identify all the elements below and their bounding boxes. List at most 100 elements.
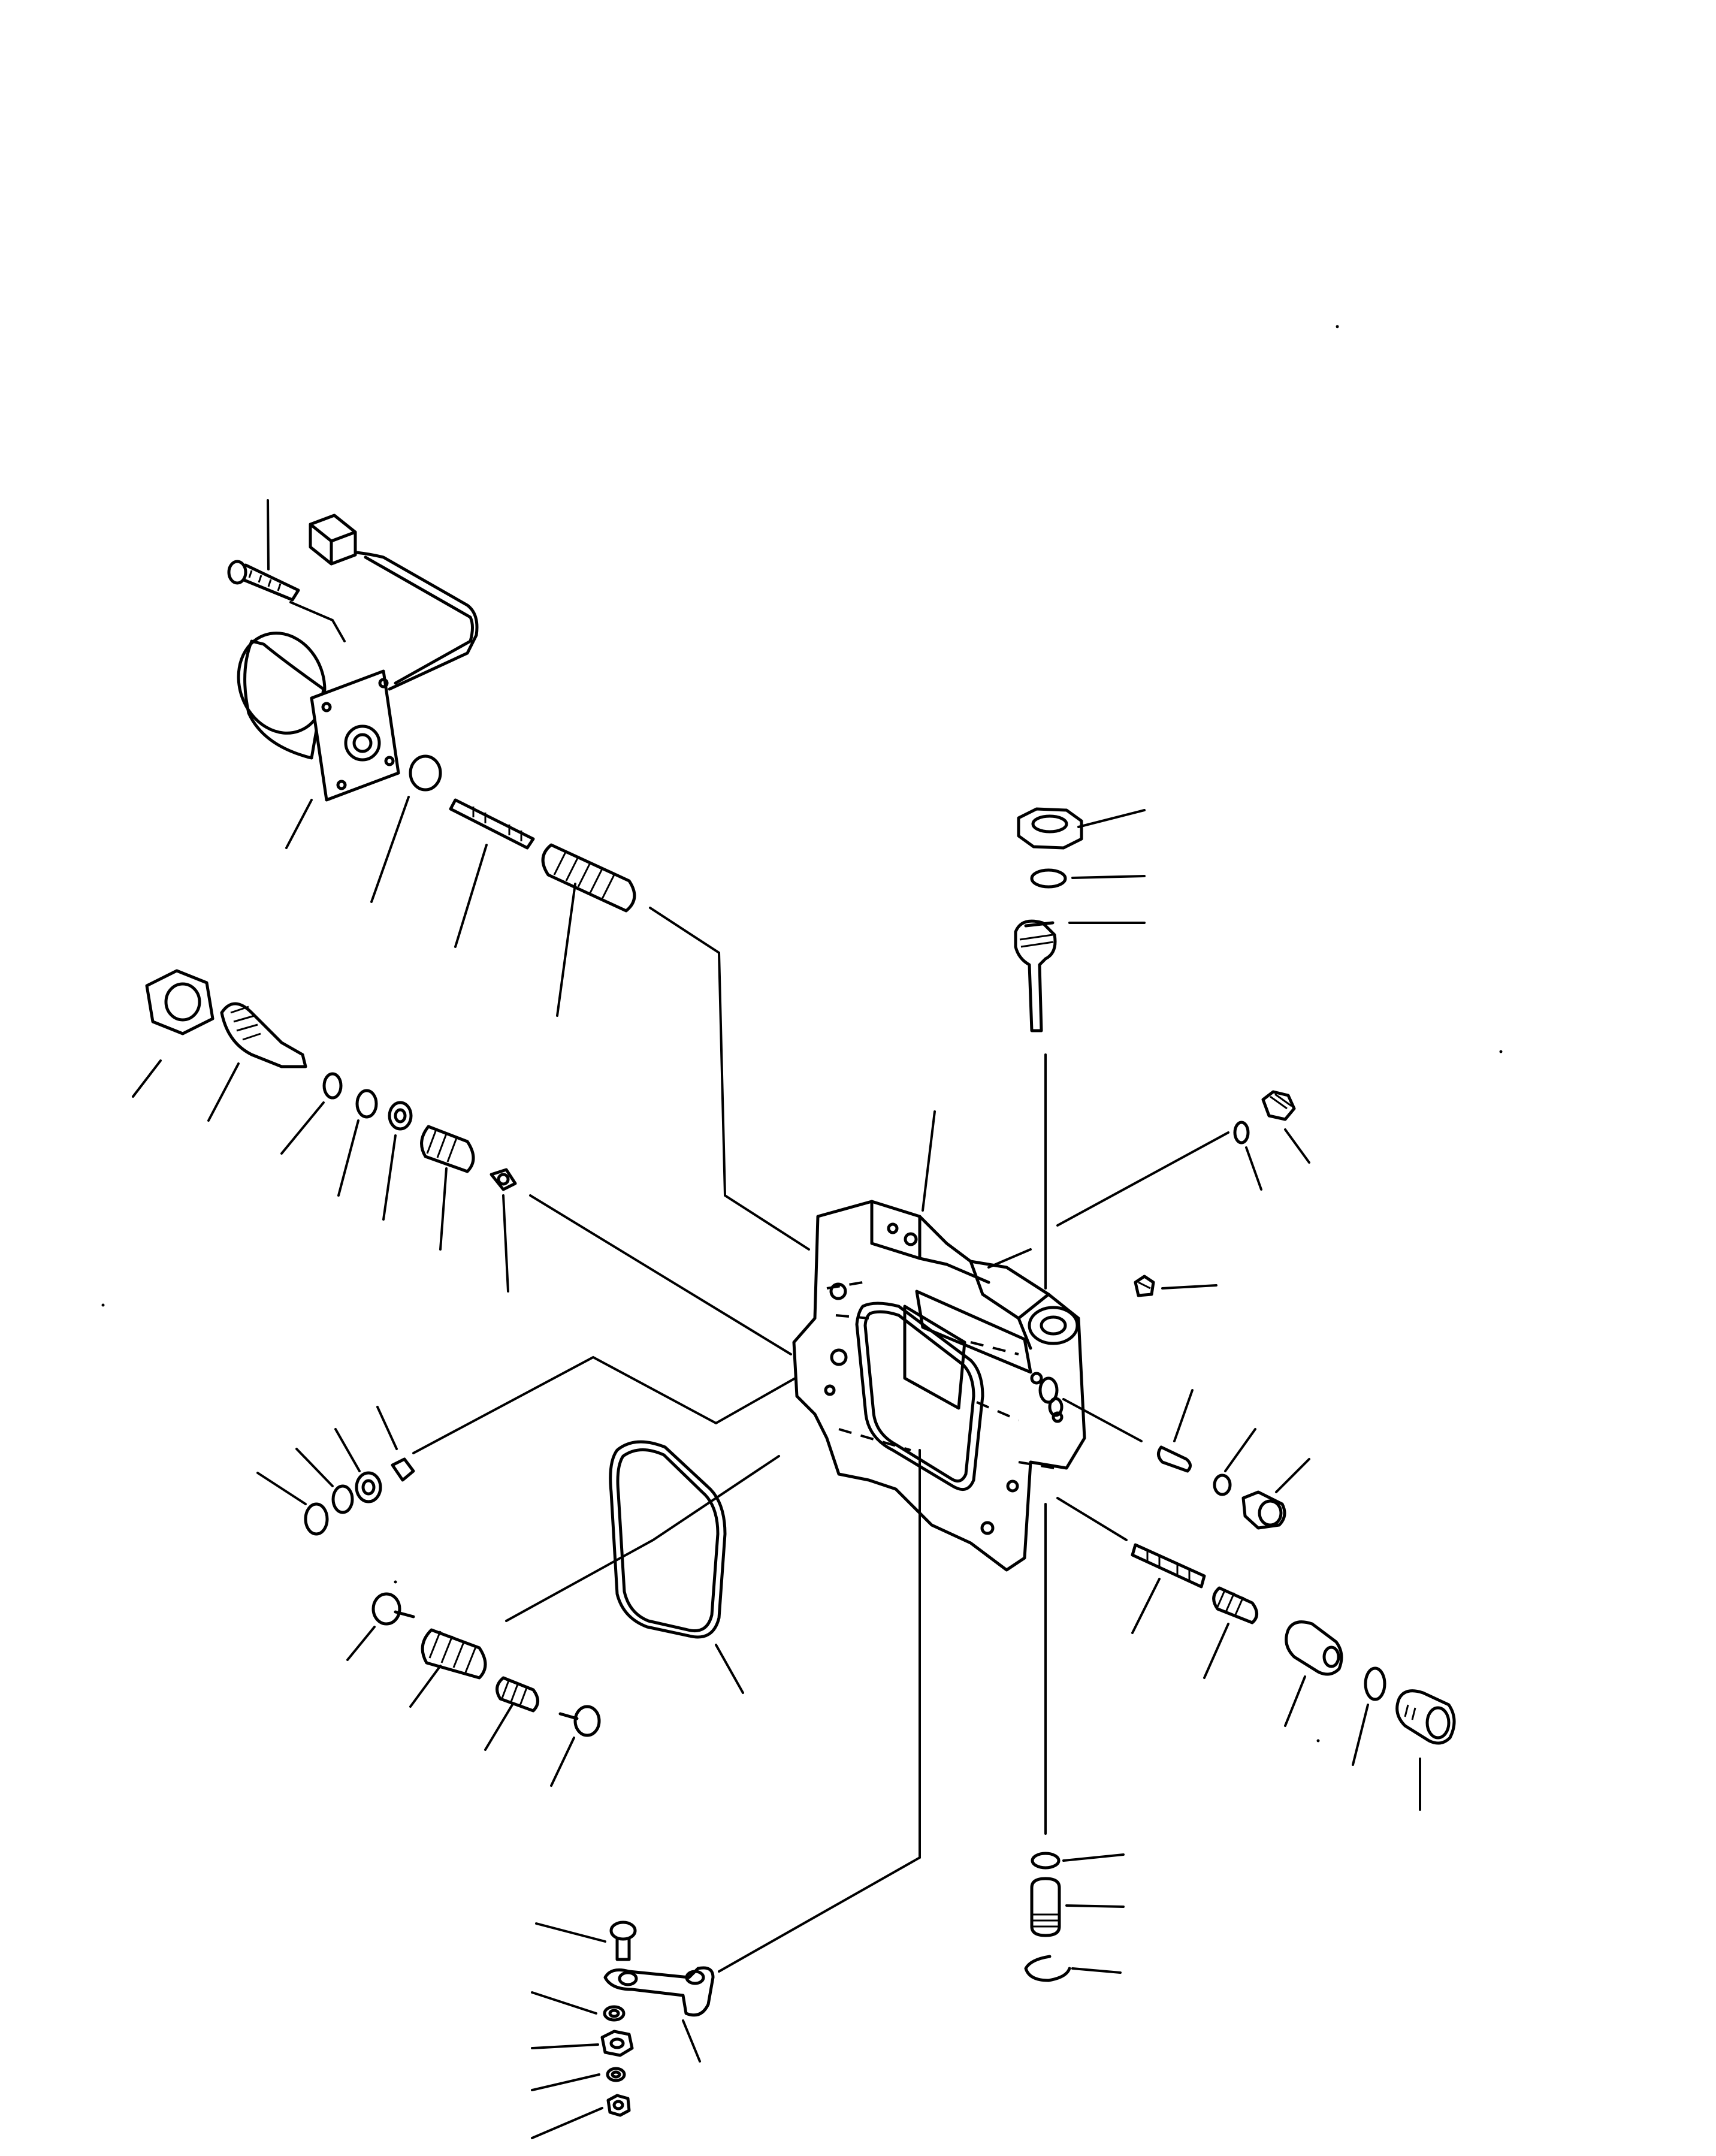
valve-body: [792, 1200, 1086, 1572]
leader-line: [1352, 1704, 1369, 1766]
washer: [603, 2005, 626, 2022]
solenoid-wire: [355, 551, 479, 691]
poppet: [490, 1168, 517, 1191]
leader-line: [1062, 1853, 1125, 1862]
solenoid-connector: [309, 514, 357, 566]
solenoid-body: [237, 632, 400, 802]
lock-nut: [145, 969, 214, 1035]
leader-line: [502, 1194, 509, 1293]
nut: [606, 2094, 631, 2117]
washer: [355, 1471, 382, 1503]
leader-line: [207, 1062, 240, 1122]
bolt: [609, 1921, 637, 1961]
leader-line: [1056, 1131, 1229, 1227]
solenoid-bolt: [227, 560, 300, 602]
leader-line: [412, 1355, 828, 1454]
cap-nut: [1017, 807, 1083, 850]
nut: [600, 2030, 634, 2057]
leader-line: [1284, 1128, 1310, 1164]
leader-line: [346, 1626, 376, 1661]
adjust-pin: [1014, 919, 1057, 1032]
leader-line: [987, 1248, 1032, 1269]
spool: [1131, 1543, 1206, 1589]
washer: [388, 1101, 413, 1131]
scan-speck: [1499, 1050, 1503, 1053]
leader-line: [409, 1665, 442, 1708]
leader-line: [1077, 809, 1146, 828]
leader-line: [682, 2019, 701, 2063]
spring: [1212, 1586, 1258, 1624]
o-ring: [304, 1502, 329, 1536]
leader-line: [1131, 1578, 1161, 1634]
o-ring: [1364, 1666, 1386, 1701]
scan-speck: [1336, 325, 1339, 328]
leader-line: [382, 1134, 397, 1221]
leader-line: [370, 796, 410, 903]
scan-speck: [101, 1303, 105, 1307]
leader-line: [454, 844, 488, 948]
leader-line: [295, 1448, 334, 1487]
solenoid-wire-inner: [364, 555, 474, 685]
o-ring: [1030, 868, 1067, 889]
o-ring: [1233, 1121, 1250, 1145]
leader-line: [132, 1059, 162, 1098]
leader-line: [289, 601, 346, 642]
spring: [421, 1628, 487, 1680]
leader-line: [1062, 1398, 1143, 1442]
leader-line: [1071, 875, 1146, 879]
sleeve: [1030, 1877, 1061, 1937]
scan-speck: [394, 1580, 397, 1584]
cover-gasket: [609, 1440, 727, 1639]
washer: [606, 2067, 626, 2082]
plug-fitting: [1261, 1090, 1296, 1121]
leader-line: [1224, 1428, 1256, 1472]
lever: [603, 1966, 715, 2017]
leader-line: [718, 1449, 921, 1973]
plug: [1134, 1275, 1155, 1297]
leader-line: [505, 1455, 780, 1622]
o-ring: [355, 1089, 378, 1119]
leader-line: [529, 1194, 792, 1355]
leader-line: [285, 799, 313, 849]
leader-line: [535, 1922, 606, 1943]
leader-line: [556, 883, 576, 1017]
valve-body-gasket: [855, 1302, 984, 1491]
cap: [371, 1592, 415, 1626]
o-ring: [331, 1484, 354, 1514]
leader-line: [550, 1737, 575, 1787]
spool: [449, 798, 535, 850]
spring: [420, 1125, 475, 1173]
sleeve: [1285, 1620, 1343, 1676]
plug-cap: [1395, 1689, 1456, 1745]
leader-line: [376, 1406, 398, 1450]
leader-line: [439, 1167, 448, 1251]
leader-line: [1275, 1458, 1310, 1493]
leader-line: [1173, 1389, 1194, 1442]
snap-ring: [1024, 1955, 1071, 1982]
leader-line: [337, 1119, 359, 1197]
leader-line: [280, 1101, 325, 1155]
spring: [496, 1676, 539, 1713]
o-ring: [409, 754, 442, 792]
leader-line: [715, 1644, 744, 1694]
leader-line: [531, 2107, 603, 2139]
leader-line: [649, 907, 810, 1251]
adjust-screw: [220, 1002, 307, 1068]
leader-line: [1245, 1146, 1262, 1191]
leader-line: [531, 2073, 600, 2091]
plug-bolt: [1241, 1490, 1286, 1530]
o-ring: [1031, 1852, 1061, 1870]
o-ring: [1213, 1473, 1232, 1496]
spring: [541, 843, 636, 913]
poppet: [558, 1705, 601, 1737]
leader-line: [1071, 1967, 1122, 1974]
leader-line: [1203, 1623, 1229, 1679]
leader-line: [1065, 1904, 1125, 1908]
scan-speck: [1316, 1739, 1320, 1743]
leader-line: [531, 2043, 599, 2049]
leader-line: [1056, 1497, 1128, 1541]
leader-line: [256, 1472, 307, 1505]
pin: [1157, 1445, 1192, 1473]
plug: [391, 1457, 415, 1482]
